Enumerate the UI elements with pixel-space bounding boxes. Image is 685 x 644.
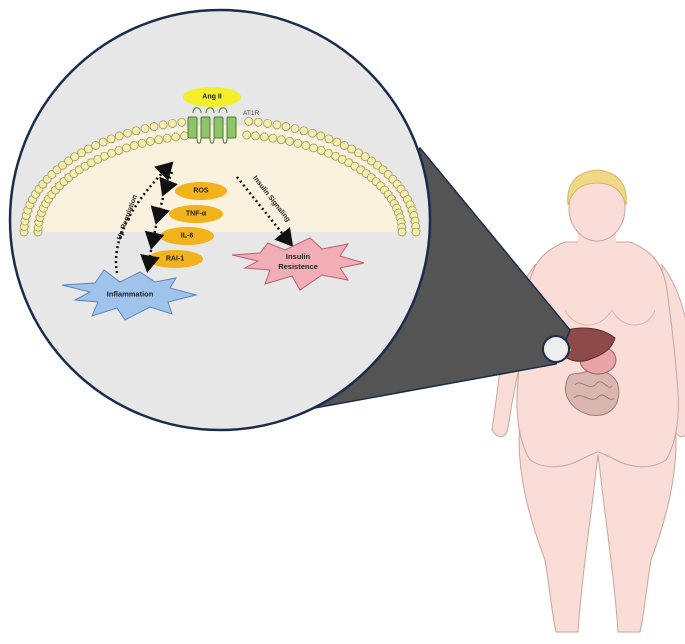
lipid-head bbox=[91, 141, 101, 150]
body-chest-contour-right bbox=[611, 309, 656, 326]
lipid-head bbox=[131, 126, 141, 136]
zoom-target-circle bbox=[542, 335, 570, 363]
lipid-head bbox=[307, 128, 317, 138]
zoom-circle bbox=[8, 8, 432, 432]
lipid-head bbox=[83, 144, 93, 154]
cascade-arrow-3 bbox=[144, 225, 165, 250]
lipid-head bbox=[397, 227, 407, 237]
lipid-head bbox=[251, 131, 260, 141]
lipid-head bbox=[77, 148, 86, 158]
lipid-head bbox=[114, 131, 124, 141]
lipid-head bbox=[167, 118, 177, 128]
lipid-head bbox=[64, 156, 73, 166]
lipid-head bbox=[242, 130, 252, 140]
lipid-head bbox=[259, 132, 269, 142]
cascade-arrow-4 bbox=[140, 249, 160, 273]
lipid-head bbox=[347, 144, 357, 154]
insulin-resistance-text-line2: Resistence bbox=[278, 262, 318, 271]
lipid-head bbox=[411, 227, 421, 237]
lipid-head bbox=[122, 143, 131, 153]
lipid-head bbox=[290, 124, 300, 133]
lipid-head bbox=[301, 141, 311, 150]
lipid-head bbox=[244, 116, 254, 126]
lipid-head bbox=[106, 134, 116, 144]
lipid-head bbox=[263, 118, 273, 128]
cascade-arrow-1 bbox=[159, 171, 178, 197]
body-intestine-folds bbox=[573, 381, 615, 400]
insulin-resistance-text: Insulin bbox=[286, 252, 311, 261]
lipid-head bbox=[332, 137, 342, 147]
lipid-head bbox=[339, 141, 349, 150]
mediator-ros: ROS bbox=[175, 182, 227, 200]
mediator-tnf-alpha: TNF-α bbox=[169, 205, 223, 223]
insulin-signaling-arrow bbox=[236, 176, 294, 247]
lipid-head bbox=[272, 120, 282, 130]
svg-text:Inflammation: Inflammation bbox=[107, 290, 154, 299]
body-legs bbox=[518, 419, 677, 633]
ang-ii-label: Ang II bbox=[202, 94, 221, 101]
lipid-head bbox=[281, 122, 291, 131]
mediator-rai-1: RAI-1 bbox=[147, 250, 203, 268]
lipid-head bbox=[145, 137, 155, 146]
lipid-head bbox=[367, 156, 376, 166]
lipid-head bbox=[285, 137, 295, 146]
cell-membrane bbox=[19, 116, 421, 237]
lipid-head bbox=[268, 133, 278, 143]
mediator-il-6: IL-6 bbox=[160, 227, 214, 245]
lipid-head bbox=[137, 139, 147, 148]
lipid-head bbox=[177, 117, 187, 127]
at1r-receptor bbox=[187, 107, 237, 144]
lipid-head bbox=[180, 131, 189, 141]
svg-text:RAI-1: RAI-1 bbox=[166, 256, 184, 263]
lipid-head bbox=[360, 152, 370, 162]
lipid-head bbox=[316, 146, 326, 155]
lipid-head bbox=[70, 152, 80, 162]
lipid-head bbox=[276, 135, 286, 145]
body-hair bbox=[567, 169, 627, 206]
body-chest-contour bbox=[564, 309, 613, 326]
lipid-head bbox=[316, 131, 326, 141]
up-regulation-arrow bbox=[114, 161, 174, 274]
lipid-head bbox=[107, 148, 116, 158]
lipid-head bbox=[162, 133, 172, 143]
lipid-head bbox=[324, 134, 334, 144]
lipid-head bbox=[149, 122, 159, 131]
human-body-figure bbox=[491, 169, 685, 633]
lipid-head bbox=[299, 126, 309, 136]
svg-text:TNF-α: TNF-α bbox=[186, 211, 207, 218]
lipid-head bbox=[253, 117, 263, 127]
lipid-head bbox=[154, 135, 164, 145]
lipid-head bbox=[354, 148, 363, 158]
ang-ii-ligand bbox=[183, 87, 241, 107]
lipid-head bbox=[123, 128, 133, 138]
body-intestine bbox=[565, 370, 620, 416]
lipid-head bbox=[114, 146, 124, 155]
svg-text:ROS: ROS bbox=[193, 188, 209, 195]
at1r-label: AT1R bbox=[243, 110, 259, 117]
lipid-head bbox=[98, 137, 108, 147]
inflammation-burst: Inflammation bbox=[61, 269, 198, 321]
lipid-head bbox=[293, 139, 303, 148]
lipid-head bbox=[58, 160, 67, 170]
lipid-head bbox=[171, 132, 181, 142]
svg-text:IL-6: IL-6 bbox=[181, 233, 194, 240]
lipid-head bbox=[140, 124, 150, 133]
lipid-head bbox=[158, 120, 168, 130]
lipid-head bbox=[129, 141, 139, 150]
cascade-arrow-2 bbox=[150, 197, 170, 225]
lipid-head bbox=[309, 143, 318, 153]
